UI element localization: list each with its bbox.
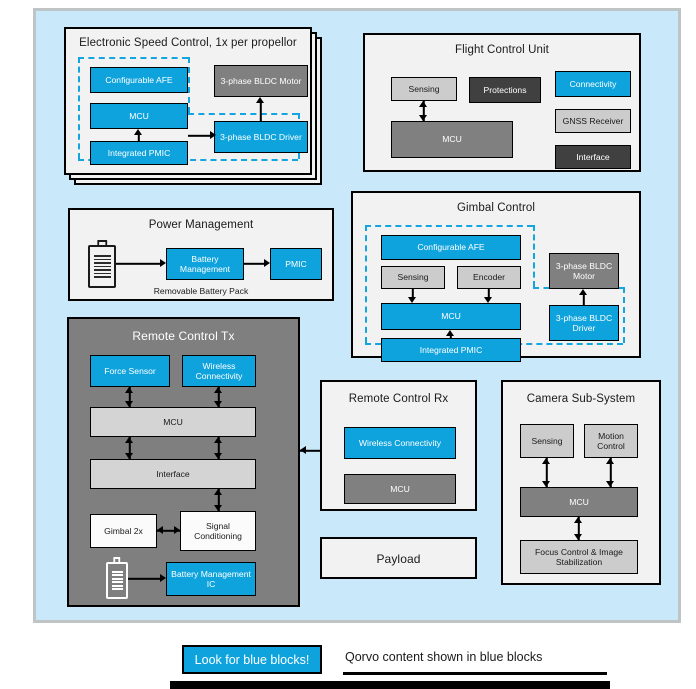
power-arrow-battery-to-mgmt: [116, 258, 166, 270]
fcu-block-connectivity[interactable]: Connectivity: [555, 71, 631, 97]
power-caption-removable-battery-pack: Removable Battery Pack: [153, 286, 249, 296]
gimbal-dash-right: [623, 287, 625, 343]
legend-underline: [343, 672, 607, 675]
gimbal-dash-left: [365, 225, 367, 343]
tx-arrow-force-sensor-mcu: [124, 387, 136, 407]
rx-title: Remote Control Rx: [348, 393, 449, 405]
gimbal-block-mcu[interactable]: MCU: [381, 303, 521, 330]
gimbal-arrow-driver-to-motor: [578, 289, 590, 306]
esc-dash-mid-v: [188, 57, 190, 113]
legend-swatch-blue-blocks[interactable]: Look for blue blocks!: [182, 645, 322, 674]
gimbal-arrow-pmic-to-mcu: [445, 330, 457, 339]
panel-camera-sub-system[interactable]: Camera Sub-System Sensing Motion Control…: [501, 380, 661, 585]
panel-electronic-speed-control[interactable]: Electronic Speed Control, 1x per propell…: [64, 27, 312, 175]
bottom-black-bar: [170, 681, 610, 689]
tx-arrow-mcu-interface-left: [124, 437, 136, 459]
panel-remote-control-rx[interactable]: Remote Control Rx Wireless Connectivity …: [320, 380, 477, 511]
fcu-arrow-sensing-mcu: [418, 101, 430, 121]
esc-block-bldc-motor[interactable]: 3-phase BLDC Motor: [214, 65, 308, 97]
battery-icon: [88, 240, 116, 288]
camera-block-focus-control[interactable]: Focus Control & Image Stabilization: [520, 540, 638, 574]
esc-block-integrated-pmic[interactable]: Integrated PMIC: [90, 141, 188, 165]
tx-arrow-interface-signal-cond: [213, 489, 225, 511]
gimbal-block-configurable-afe[interactable]: Configurable AFE: [381, 235, 521, 260]
esc-title: Electronic Speed Control, 1x per propell…: [79, 37, 297, 49]
gimbal-block-bldc-motor[interactable]: 3-phase BLDC Motor: [549, 253, 619, 289]
panel-payload[interactable]: Payload: [320, 537, 477, 579]
esc-dash-left: [78, 57, 80, 159]
rx-block-mcu[interactable]: MCU: [344, 474, 456, 504]
esc-arrow-pmic-to-mcu: [133, 129, 145, 141]
camera-block-motion-control[interactable]: Motion Control: [584, 424, 638, 458]
tx-battery-icon: [106, 557, 128, 599]
power-block-pmic[interactable]: PMIC: [270, 248, 322, 280]
camera-block-mcu[interactable]: MCU: [520, 487, 638, 517]
panel-gimbal-control[interactable]: Gimbal Control Configurable AFE Sensing …: [351, 191, 641, 362]
diagram-canvas: Electronic Speed Control, 1x per propell…: [33, 8, 681, 623]
panel-flight-control-unit[interactable]: Flight Control Unit Sensing Protections …: [363, 33, 641, 172]
tx-block-battery-management-ic[interactable]: Battery Management IC: [166, 562, 256, 596]
camera-arrow-sensing-mcu: [541, 458, 553, 487]
tx-block-force-sensor[interactable]: Force Sensor: [90, 355, 170, 387]
tx-arrow-mcu-interface-right: [213, 437, 225, 459]
gimbal-title: Gimbal Control: [456, 202, 536, 214]
camera-title: Camera Sub-System: [526, 393, 636, 405]
esc-block-mcu[interactable]: MCU: [90, 103, 188, 129]
fcu-block-sensing[interactable]: Sensing: [391, 77, 457, 101]
camera-arrow-motion-mcu: [605, 458, 617, 487]
camera-block-sensing[interactable]: Sensing: [520, 424, 574, 458]
esc-dash-top: [78, 57, 188, 59]
payload-title: Payload: [376, 552, 421, 566]
power-title: Power Management: [148, 219, 254, 231]
camera-arrow-mcu-focus: [573, 517, 585, 540]
tx-title: Remote Control Tx: [132, 329, 235, 343]
gimbal-block-encoder[interactable]: Encoder: [457, 266, 521, 289]
fcu-block-protections[interactable]: Protections: [469, 77, 541, 103]
tx-block-wireless-connectivity[interactable]: Wireless Connectivity: [182, 355, 256, 387]
esc-block-bldc-driver[interactable]: 3-phase BLDC Driver: [214, 121, 308, 153]
power-arrow-mgmt-to-pmic: [244, 258, 270, 270]
esc-arrow-driver-to-motor: [255, 97, 267, 121]
rx-block-wireless-connectivity[interactable]: Wireless Connectivity: [344, 427, 456, 459]
gimbal-block-sensing[interactable]: Sensing: [381, 266, 445, 289]
tx-arrow-wireless-mcu: [213, 387, 225, 407]
fcu-block-interface[interactable]: Interface: [555, 145, 631, 169]
tx-arrow-battery-to-ic: [128, 573, 166, 585]
fcu-block-gnss-receiver[interactable]: GNSS Receiver: [555, 109, 631, 133]
esc-arrow-mcu-to-driver: [188, 130, 216, 142]
gimbal-arrow-encoder-to-mcu: [483, 289, 495, 303]
tx-block-interface[interactable]: Interface: [90, 459, 256, 489]
power-block-battery-management[interactable]: Battery Management: [166, 248, 244, 280]
fcu-block-mcu[interactable]: MCU: [391, 121, 513, 158]
esc-block-configurable-afe[interactable]: Configurable AFE: [90, 67, 188, 93]
gimbal-block-integrated-pmic[interactable]: Integrated PMIC: [381, 338, 521, 362]
panel-power-management[interactable]: Power Management Battery Management PMIC: [68, 208, 334, 301]
fcu-title: Flight Control Unit: [455, 44, 549, 56]
tx-block-gimbal-2x[interactable]: Gimbal 2x: [90, 514, 157, 548]
tx-block-signal-conditioning[interactable]: Signal Conditioning: [180, 511, 256, 551]
legend-text: Qorvo content shown in blue blocks: [345, 650, 543, 664]
tx-arrow-gimbal-signal-cond: [157, 525, 180, 537]
panel-remote-control-tx[interactable]: Remote Control Tx Force Sensor Wireless …: [67, 317, 300, 607]
gimbal-dash-mid-v: [533, 225, 535, 287]
tx-block-mcu[interactable]: MCU: [90, 407, 256, 437]
gimbal-dash-top: [365, 225, 533, 227]
gimbal-arrow-sensing-to-mcu: [407, 289, 419, 303]
gimbal-block-bldc-driver[interactable]: 3-phase BLDC Driver: [549, 305, 619, 341]
esc-dash-mid-h: [188, 113, 298, 115]
